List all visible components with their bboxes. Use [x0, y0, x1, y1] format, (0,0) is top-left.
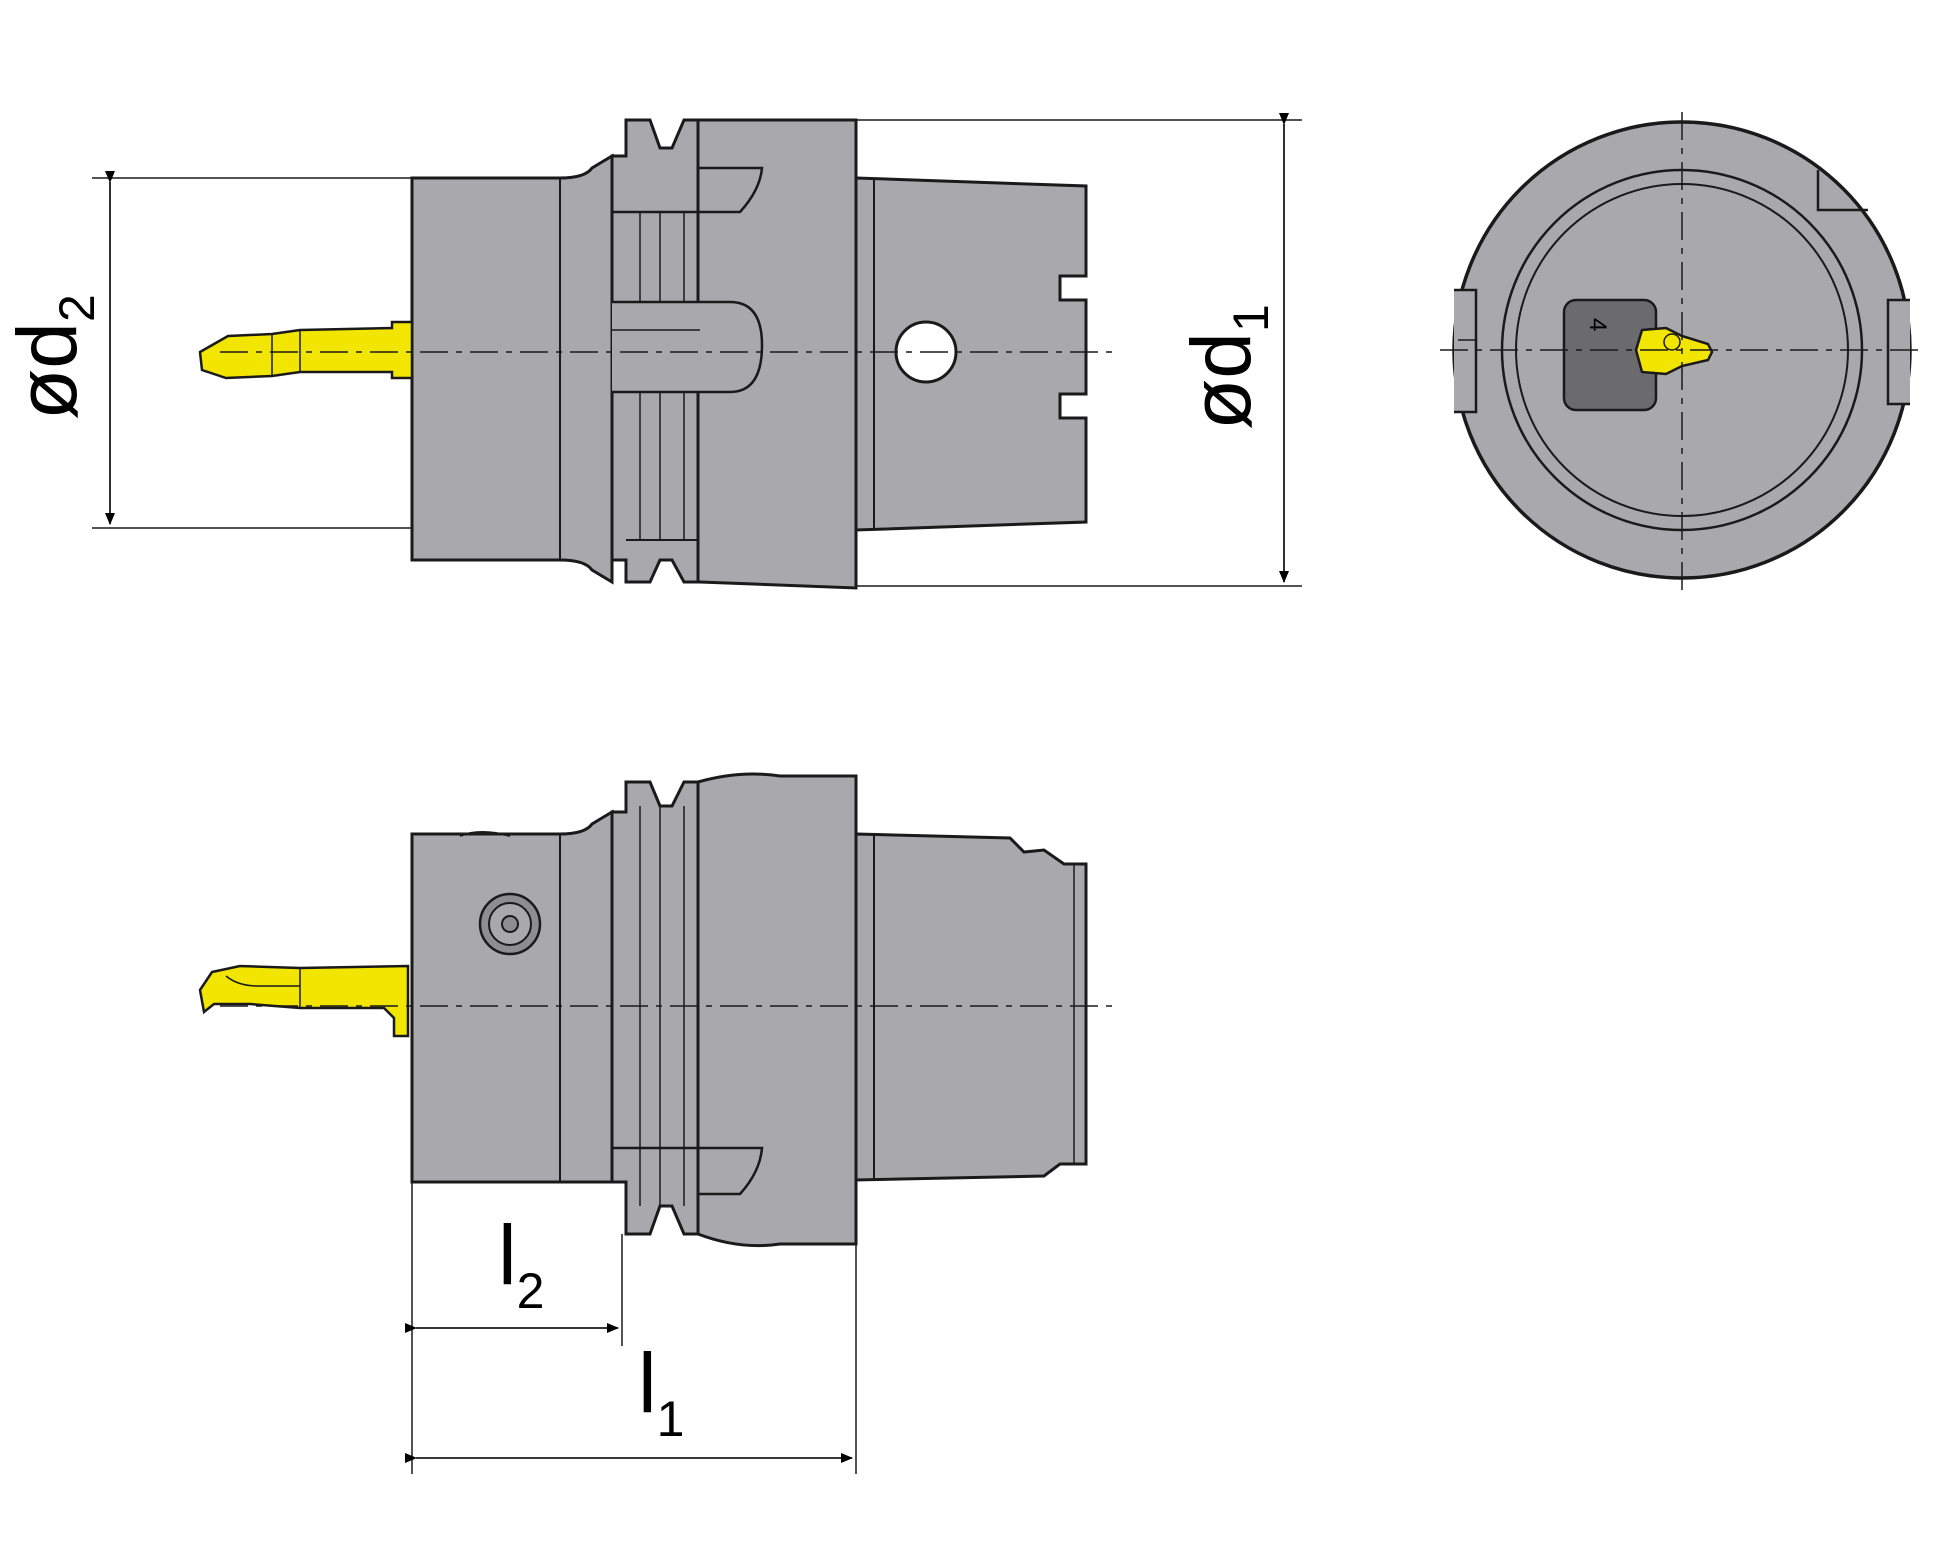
svg-text:l1: l1 — [638, 1336, 684, 1447]
bottom-view-taper — [854, 832, 1088, 1182]
dimension-d1: ød1 — [856, 113, 1302, 587]
bottom-view-flange — [610, 780, 700, 1236]
svg-text:ød2: ød2 — [0, 294, 105, 420]
l2-subscript: 2 — [517, 1263, 545, 1319]
end-view-insert-marking: 4 — [1584, 318, 1611, 331]
bottom-view-shank — [410, 809, 614, 1184]
top-view-cutting-tool — [198, 320, 414, 380]
end-view-cutting-tool — [1634, 326, 1714, 376]
dimension-l1: l1 — [405, 1244, 857, 1474]
top-view-collar — [696, 118, 858, 590]
l2-label: l — [498, 1208, 517, 1302]
l1-subscript: 1 — [657, 1391, 685, 1447]
svg-text:ød1: ød1 — [1174, 304, 1279, 430]
dimension-d2: ød2 — [0, 171, 412, 529]
d2-subscript: 2 — [49, 294, 105, 322]
dimension-l2: l2 — [405, 1182, 623, 1474]
l1-label: l — [638, 1336, 657, 1430]
top-side-view — [198, 118, 1120, 590]
top-view-taper — [854, 176, 1088, 532]
end-view: 4 — [1440, 112, 1924, 590]
bottom-view-collar — [696, 772, 858, 1248]
d1-subscript: 1 — [1223, 304, 1279, 332]
d1-label: ød — [1174, 332, 1268, 430]
svg-text:l2: l2 — [498, 1208, 544, 1319]
bottom-view-cutting-tool — [198, 964, 410, 1038]
bottom-side-view — [198, 772, 1120, 1248]
d2-label: ød — [0, 322, 94, 420]
top-view-shank — [410, 153, 614, 585]
